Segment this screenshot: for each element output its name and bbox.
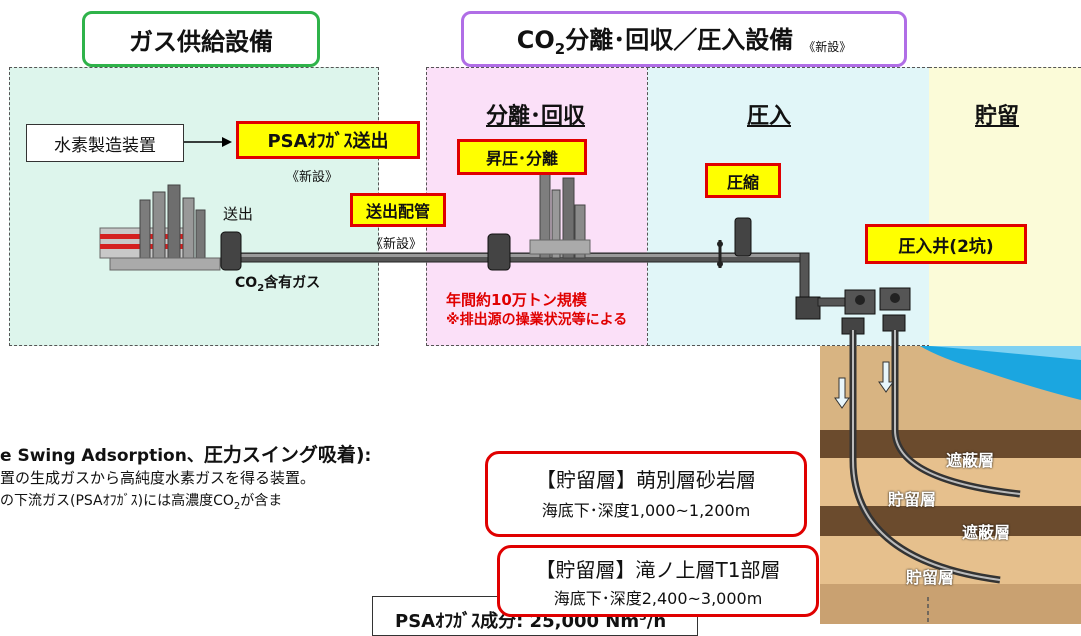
new-tag-pipe: 《新設》	[370, 237, 423, 252]
reservoir-layer-label-1: 貯留層	[888, 490, 937, 509]
separation-unit-icon	[487, 161, 591, 271]
scale-footnote: ※排出源の操業状況等による	[446, 312, 628, 328]
section-injection: 圧入	[747, 104, 792, 129]
reservoir-box-2: 【貯留層】滝ノ上層T1部層 海底下･深度2,400~3,000m	[497, 545, 819, 617]
gas-supply-title: ガス供給設備	[129, 27, 273, 56]
co2-gas-label: CO2含有ガス	[235, 275, 321, 294]
compressor-icon	[717, 217, 752, 268]
reservoir-title-1: 【貯留層】萌別層砂岩層	[536, 468, 756, 492]
psa-note-title: e Swing Adsorption、圧力スイング吸着):	[0, 444, 372, 466]
seal-layer-label-2: 遮蔽層	[962, 523, 1011, 542]
reservoir-layer-label-2: 貯留層	[906, 568, 955, 587]
injection-well-label: 圧入井(2坑)	[865, 224, 1027, 264]
psa-note-line2: の下流ガス(PSAｵﾌｶﾞｽ)には高濃度CO2が含ま	[0, 493, 283, 512]
wellhead-icon	[841, 287, 911, 335]
gas-supply-header: ガス供給設備	[82, 11, 320, 67]
section-separation: 分離･回収	[486, 104, 586, 129]
psa-note-line1: 置の生成ガスから高純度水素ガスを得る装置。	[0, 469, 316, 487]
psa-offgas-label: PSAｵﾌｶﾞｽ送出	[236, 121, 420, 159]
sendout-drum-icon	[220, 231, 242, 271]
compression-label: 圧縮	[705, 163, 781, 198]
storage-zone	[929, 67, 1081, 346]
seal-layer-label-1: 遮蔽層	[946, 451, 995, 470]
reservoir-title-2: 【貯留層】滝ノ上層T1部層	[535, 558, 781, 582]
reservoir-box-1: 【貯留層】萌別層砂岩層 海底下･深度1,000~1,200m	[485, 451, 807, 537]
new-tag: 《新設》	[286, 170, 339, 185]
separation-zone	[426, 67, 649, 346]
pressurize-separate-label: 昇圧･分離	[457, 139, 587, 175]
hydrogen-plant-box: 水素製造装置	[26, 124, 184, 162]
co2-facility-new-tag: 《新設》	[803, 39, 852, 54]
flow-arrow-head	[222, 137, 232, 147]
pipe-joint	[795, 296, 821, 320]
sendout-label: 送出	[223, 205, 254, 223]
pipe-elbow	[799, 252, 810, 302]
sendout-pipe-label: 送出配管	[350, 193, 446, 227]
co2-facility-title: CO2分離･回収／圧入設備	[516, 26, 794, 58]
scale-note: 年間約10万トン規模	[446, 291, 587, 309]
reservoir-depth-2: 海底下･深度2,400~3,000m	[553, 589, 763, 608]
reservoir-depth-1: 海底下･深度1,000~1,200m	[541, 501, 751, 520]
hydrogen-plant-icon	[99, 184, 221, 271]
co2-facility-header: CO2分離･回収／圧入設備 《新設》	[461, 11, 907, 67]
injection-arrow-icon	[834, 361, 894, 409]
section-storage: 貯留	[975, 104, 1020, 129]
